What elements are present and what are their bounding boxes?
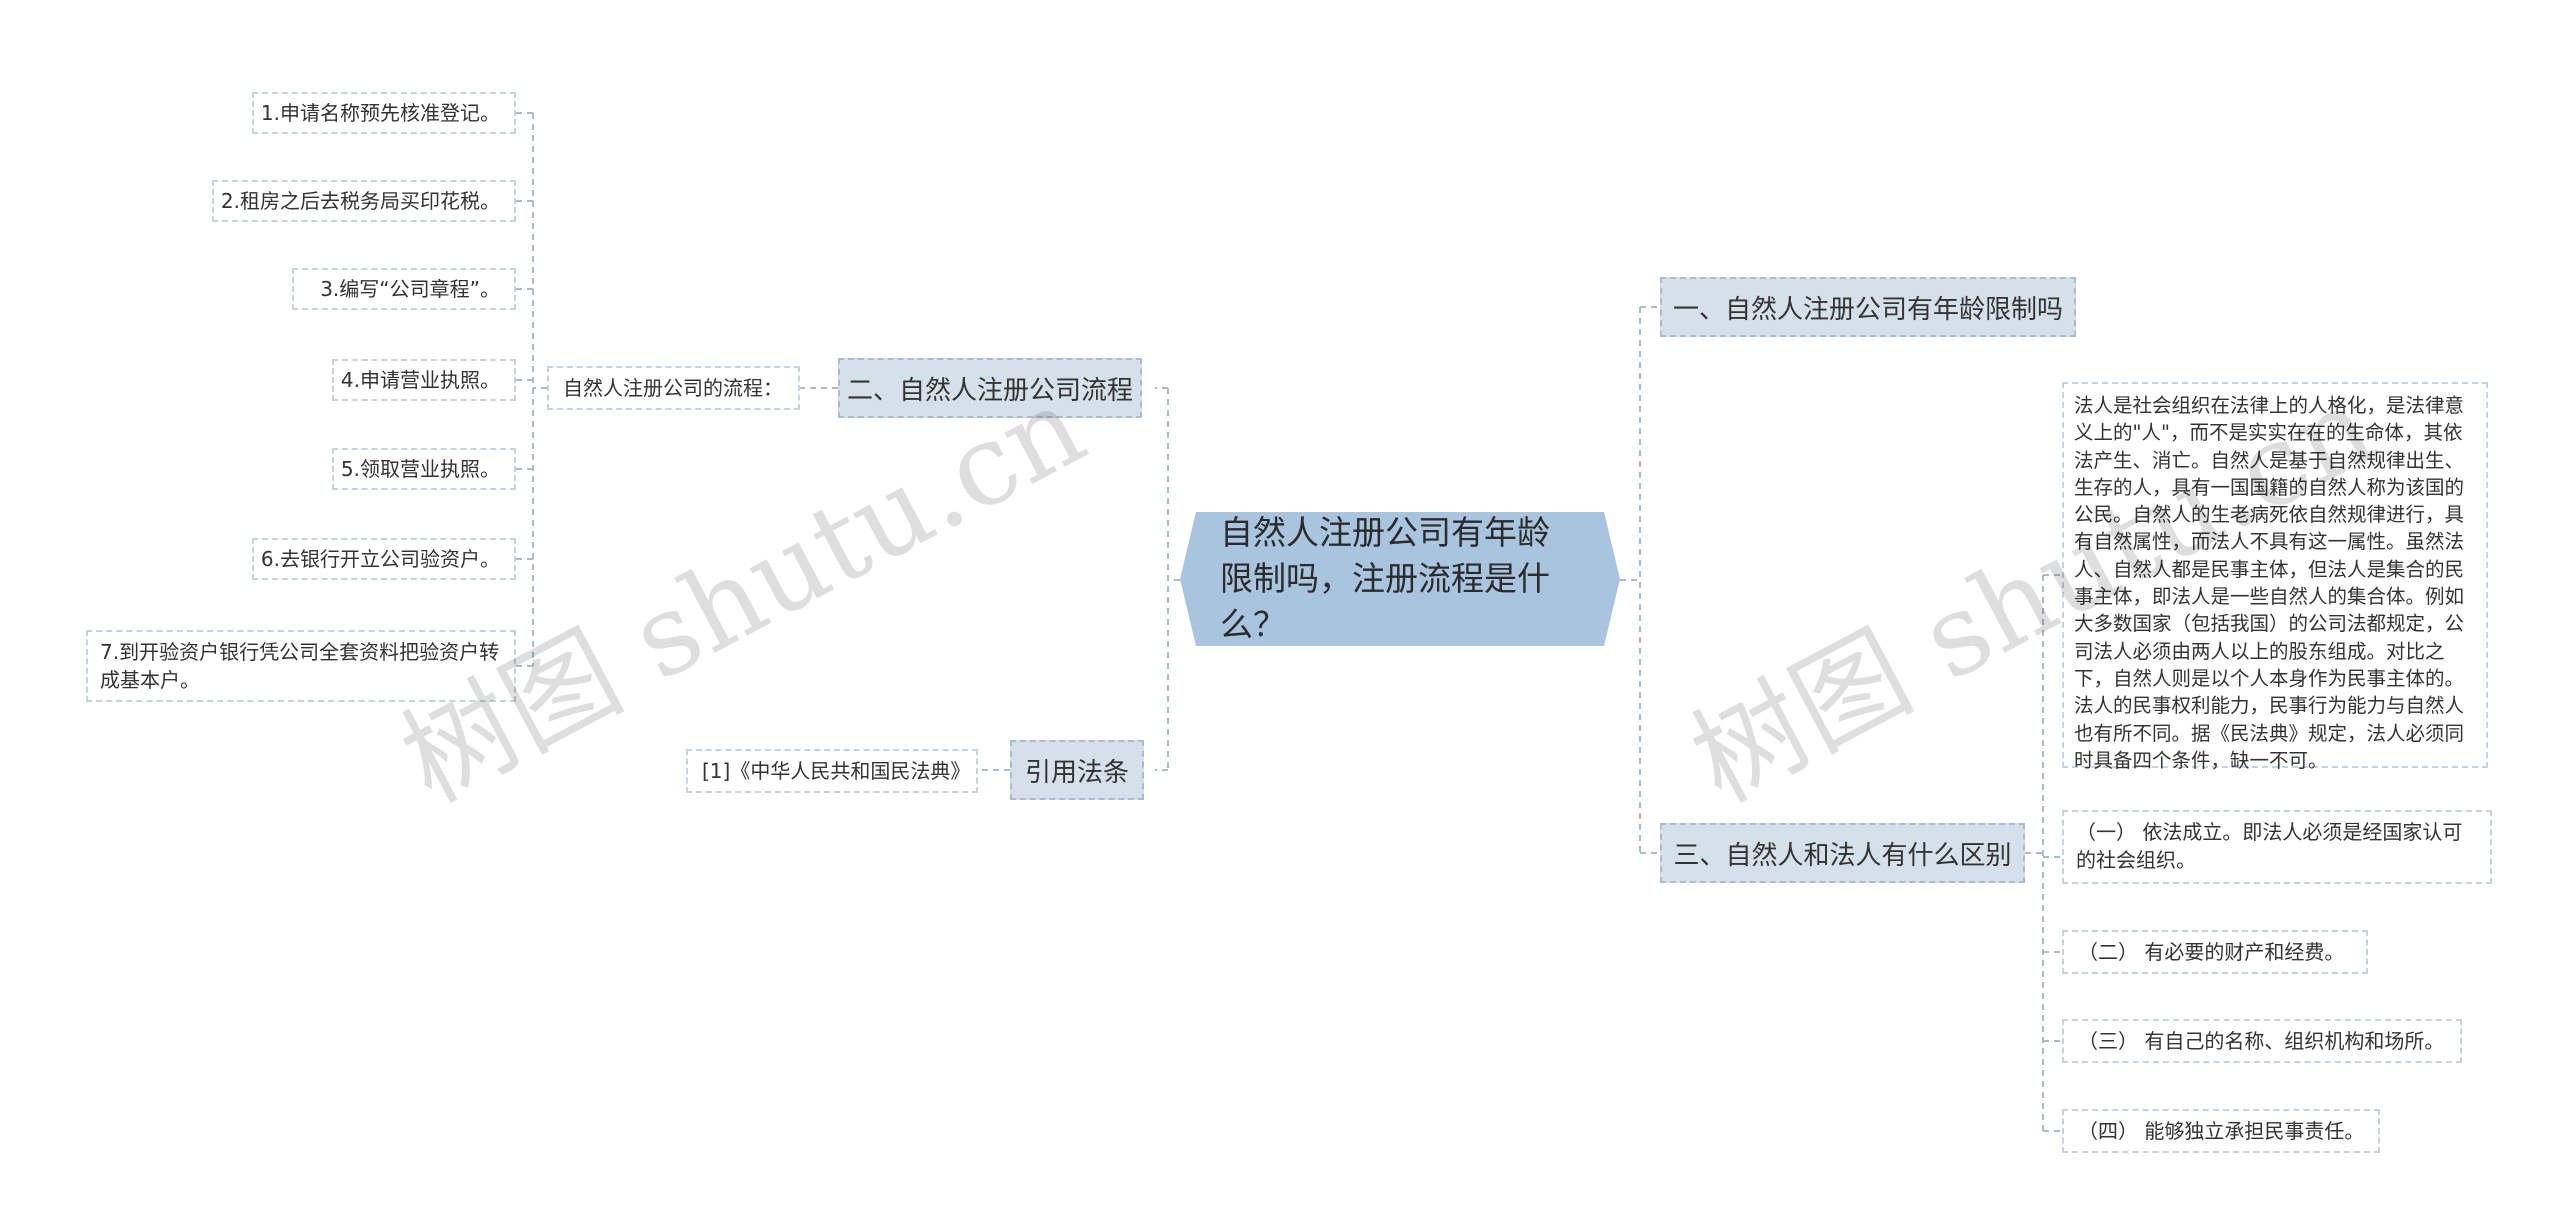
step-item-5[interactable]: 5.领取营业执照。: [332, 448, 516, 490]
root-topic-label: 自然人注册公司有年龄限制吗，注册流程是什么？: [1220, 513, 1550, 644]
connector-sub-steps: [532, 113, 547, 666]
condition-item-2-text: （二） 有必要的财产和经费。: [2078, 940, 2345, 964]
branch-difference[interactable]: 三、自然人和法人有什么区别: [1660, 823, 2025, 883]
step-item-3-text: 3.编写“公司章程”。: [320, 277, 500, 301]
step-item-5-text: 5.领取营业执照。: [340, 457, 500, 481]
step-item-2[interactable]: 2.租房之后去税务局买印花税。: [212, 180, 516, 222]
condition-item-3-text: （三） 有自己的名称、组织机构和场所。: [2078, 1029, 2445, 1053]
law-reference-text: [1]《中华人民共和国民法典》: [702, 759, 971, 783]
condition-item-1-text: （一） 依法成立。即法人必须是经国家认可的社会组织。: [2076, 820, 2463, 872]
difference-paragraph[interactable]: 法人是社会组织在法律上的人格化，是法律意义上的"人"，而不是实实在在的生命体，其…: [2062, 382, 2488, 772]
branch-law-label: 引用法条: [1024, 757, 1129, 788]
step-item-3[interactable]: 3.编写“公司章程”。: [292, 268, 516, 310]
root-topic[interactable]: 自然人注册公司有年龄限制吗，注册流程是什么？: [1180, 512, 1620, 646]
step-item-4-text: 4.申请营业执照。: [340, 368, 500, 392]
process-sub-label-text: 自然人注册公司的流程：: [563, 376, 783, 400]
condition-item-3[interactable]: （三） 有自己的名称、组织机构和场所。: [2062, 1019, 2462, 1063]
condition-item-1[interactable]: （一） 依法成立。即法人必须是经国家认可的社会组织。: [2062, 810, 2492, 884]
branch-law[interactable]: 引用法条: [1010, 740, 1144, 800]
step-item-6[interactable]: 6.去银行开立公司验资户。: [252, 538, 516, 580]
difference-paragraph-text: 法人是社会组织在法律上的人格化，是法律意义上的"人"，而不是实实在在的生命体，其…: [2074, 394, 2465, 772]
branch-process-label: 二、自然人注册公司流程: [846, 375, 1133, 406]
branch-age-limit-label: 一、自然人注册公司有年龄限制吗: [1672, 294, 2063, 325]
condition-item-4-text: （四） 能够独立承担民事责任。: [2078, 1119, 2365, 1143]
process-sub-label[interactable]: 自然人注册公司的流程：: [547, 366, 800, 410]
connector-root-right: [1620, 307, 1641, 853]
step-item-6-text: 6.去银行开立公司验资户。: [260, 547, 500, 571]
step-item-7[interactable]: 7.到开验资户银行凭公司全套资料把验资户转成基本户。: [86, 630, 516, 702]
step-item-4[interactable]: 4.申请营业执照。: [332, 359, 516, 401]
step-item-1-text: 1.申请名称预先核准登记。: [260, 101, 500, 125]
step-item-7-text: 7.到开验资户银行凭公司全套资料把验资户转成基本户。: [100, 640, 500, 692]
branch-difference-label: 三、自然人和法人有什么区别: [1673, 840, 2012, 871]
step-item-2-text: 2.租房之后去税务局买印花税。: [220, 189, 500, 213]
law-reference[interactable]: [1]《中华人民共和国民法典》: [686, 749, 978, 793]
connector-diff-children: [2025, 575, 2044, 1131]
step-item-1[interactable]: 1.申请名称预先核准登记。: [252, 92, 516, 134]
condition-item-4[interactable]: （四） 能够独立承担民事责任。: [2062, 1109, 2380, 1153]
branch-process[interactable]: 二、自然人注册公司流程: [838, 358, 1142, 418]
condition-item-2[interactable]: （二） 有必要的财产和经费。: [2062, 930, 2368, 974]
branch-age-limit[interactable]: 一、自然人注册公司有年龄限制吗: [1660, 277, 2076, 337]
connector-root-left: [1167, 388, 1180, 770]
